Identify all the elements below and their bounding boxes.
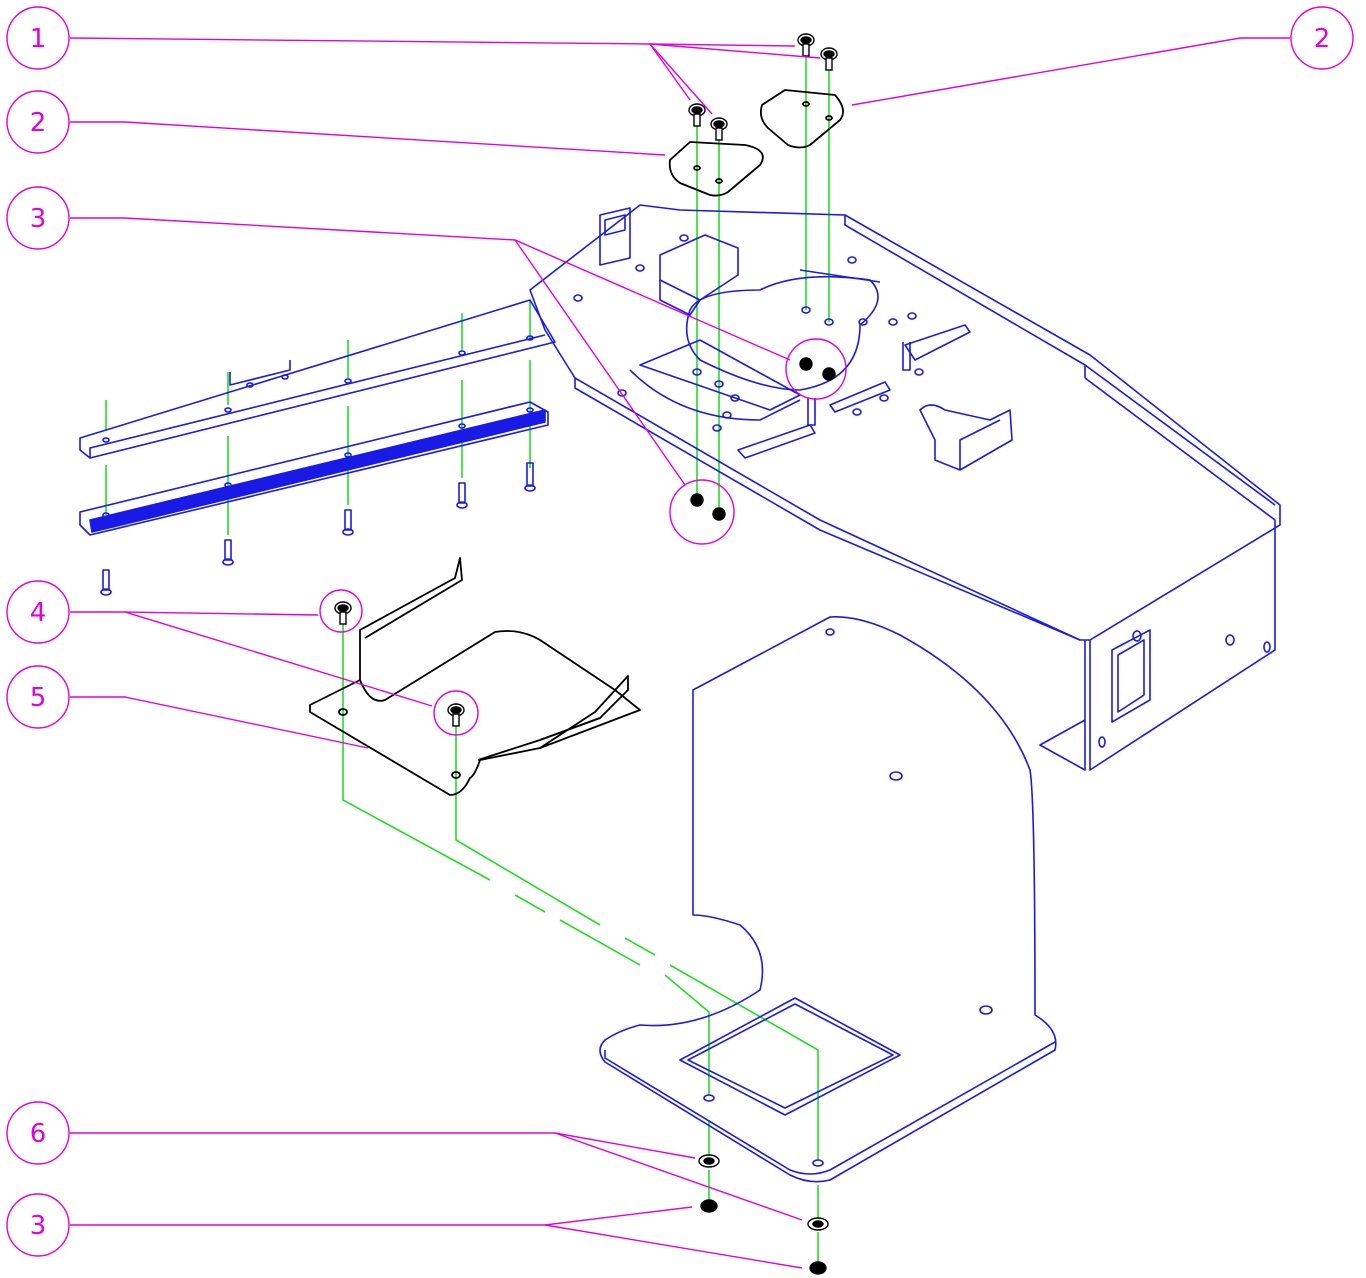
assembly-lines bbox=[105, 50, 830, 1262]
upper-rail bbox=[79, 299, 556, 459]
parts-black bbox=[309, 89, 844, 796]
svg-text:3: 3 bbox=[30, 204, 47, 234]
callouts: 1 2 2 3 4 5 6 3 bbox=[6, 6, 1354, 1257]
nut-icon bbox=[809, 1261, 827, 1275]
screw-icon bbox=[688, 103, 706, 127]
callout-3-top: 3 bbox=[6, 186, 70, 250]
fasteners bbox=[334, 33, 838, 1275]
screw-icon bbox=[447, 703, 465, 727]
callout-6: 6 bbox=[6, 1101, 70, 1165]
callout-5: 5 bbox=[6, 665, 70, 729]
leader-lines bbox=[69, 37, 1290, 1269]
svg-text:6: 6 bbox=[30, 1119, 47, 1149]
screw-icon bbox=[710, 117, 728, 141]
callout-1: 1 bbox=[6, 6, 70, 70]
svg-text:3: 3 bbox=[30, 1211, 47, 1241]
callout-2-left: 2 bbox=[6, 90, 70, 154]
svg-text:4: 4 bbox=[30, 598, 47, 628]
rack-bolts bbox=[100, 462, 536, 596]
base-plate bbox=[599, 616, 1057, 1183]
screw-icon bbox=[797, 33, 815, 57]
tray bbox=[309, 557, 641, 796]
svg-text:2: 2 bbox=[1314, 24, 1331, 54]
screw-icon bbox=[820, 47, 838, 71]
washer-icon bbox=[698, 1154, 720, 1168]
pad-left bbox=[668, 141, 764, 197]
pad-right bbox=[759, 89, 844, 149]
svg-text:1: 1 bbox=[30, 24, 47, 54]
screw-icon bbox=[334, 601, 352, 625]
nut-icon bbox=[700, 1199, 718, 1213]
svg-text:2: 2 bbox=[30, 108, 47, 138]
svg-text:5: 5 bbox=[30, 683, 47, 713]
parts-blue bbox=[79, 204, 1281, 1183]
gear-rack bbox=[79, 401, 549, 536]
callout-4: 4 bbox=[6, 580, 70, 644]
callout-3-bottom: 3 bbox=[6, 1193, 70, 1257]
washer-icon bbox=[807, 1217, 829, 1231]
callout-2-right: 2 bbox=[1290, 6, 1354, 70]
main-frame bbox=[529, 204, 1281, 771]
